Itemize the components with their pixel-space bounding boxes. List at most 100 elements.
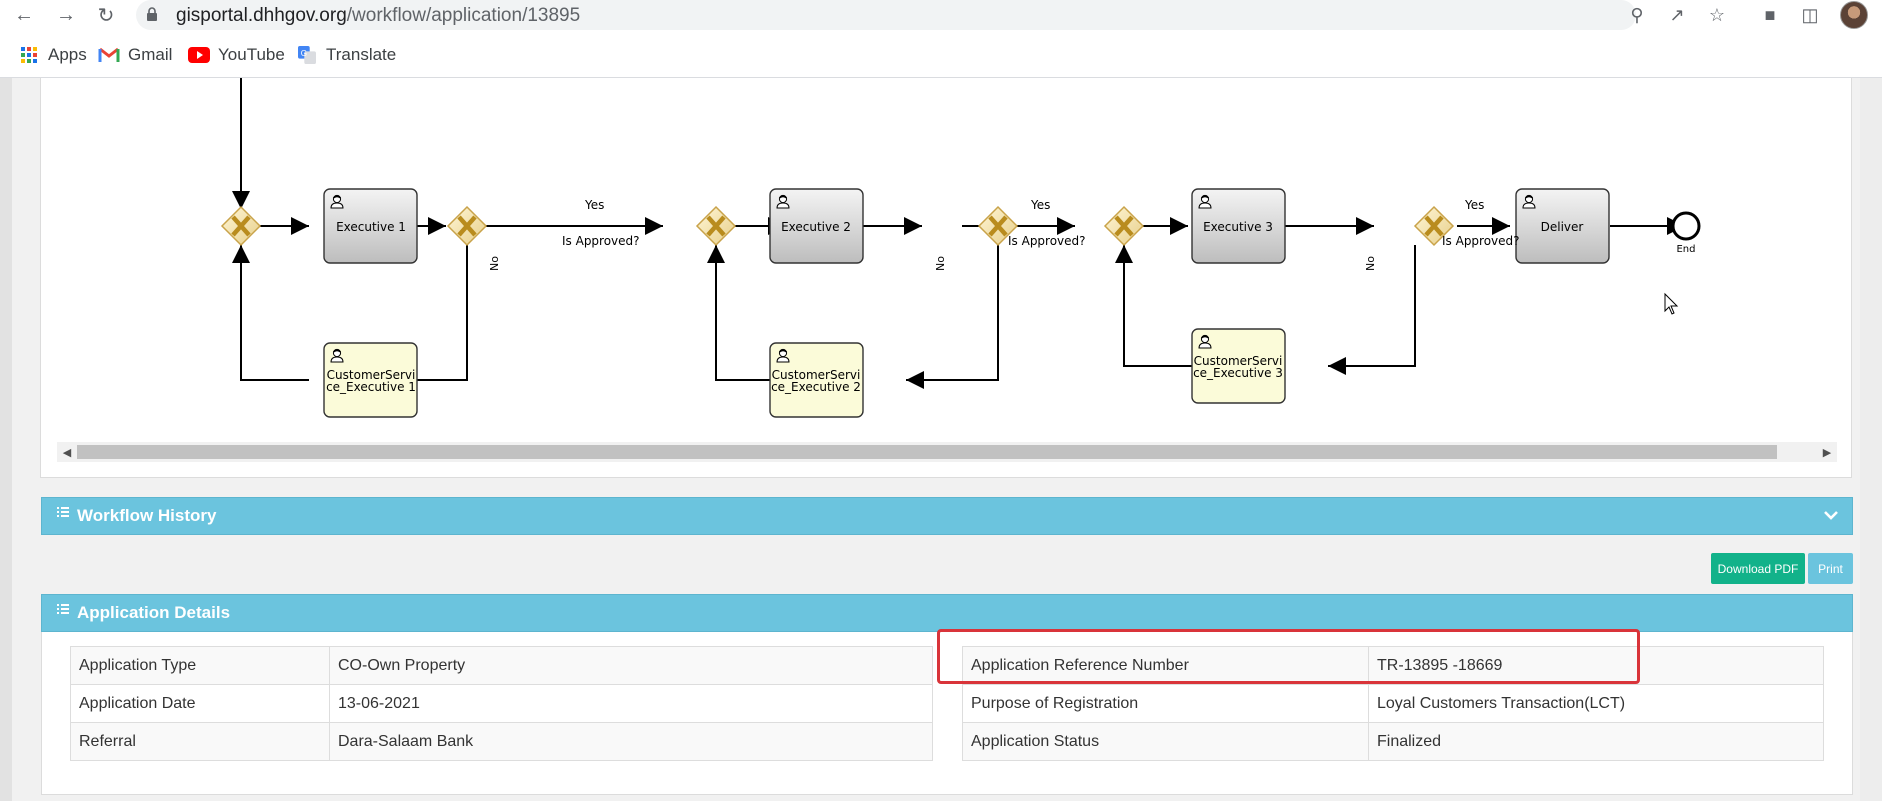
detail-value: TR-13895 -18669 [1368, 646, 1824, 685]
detail-label: Application Status [962, 722, 1369, 761]
application-details-right-table: Application Reference Number TR-13895 -1… [962, 646, 1824, 761]
task-label: Deliver [1541, 220, 1584, 234]
bookmark-star-icon[interactable]: ☆ [1708, 4, 1726, 25]
task-label-line1: CustomerServi [1194, 354, 1283, 368]
no-label-3: No [1364, 256, 1377, 271]
task-label-line2: ce_Executive 1 [326, 380, 416, 394]
gmail-icon [98, 47, 120, 62]
task-customer-service-executive-1[interactable]: CustomerServi ce_Executive 1 [323, 342, 418, 418]
page-left-gutter [0, 78, 12, 801]
back-icon[interactable]: ← [14, 3, 34, 26]
table-row: Application Status Finalized [962, 722, 1824, 761]
task-customer-service-executive-2[interactable]: CustomerServi ce_Executive 2 [769, 342, 864, 418]
detail-value: Loyal Customers Transaction(LCT) [1368, 684, 1824, 723]
table-row: Purpose of Registration Loyal Customers … [962, 684, 1824, 723]
url-host: gisportal.dhhgov.org [176, 5, 347, 26]
table-row: Application Reference Number TR-13895 -1… [962, 646, 1824, 685]
scroll-left-arrow-icon[interactable]: ◀ [62, 446, 72, 459]
zoom-icon[interactable]: ⚲ [1630, 4, 1644, 25]
forward-icon[interactable]: → [56, 3, 76, 26]
merge-gateway-2[interactable] [697, 207, 735, 245]
lock-icon [147, 7, 157, 21]
list-icon [57, 604, 69, 614]
print-button[interactable]: Print [1808, 553, 1853, 584]
no-label-2: No [934, 256, 947, 271]
address-bar[interactable]: gisportal.dhhgov.org/workflow/applicatio… [136, 0, 1725, 30]
task-label-line1: CustomerServi [772, 368, 861, 382]
task-label-line2: ce_Executive 2 [771, 380, 861, 394]
bookmark-apps[interactable]: Apps [18, 44, 87, 66]
bookmark-label: YouTube [218, 45, 285, 64]
bookmark-label: Apps [48, 45, 87, 64]
yes-label-3: Yes [1464, 198, 1484, 212]
svg-text:G: G [301, 49, 307, 58]
diagram-horizontal-scrollbar[interactable]: ◀ ▶ [57, 442, 1837, 462]
end-event[interactable]: End [1671, 211, 1701, 255]
task-executive-2[interactable]: Executive 2 [769, 188, 864, 264]
yes-label-1: Yes [584, 198, 604, 212]
page-right-gutter [1860, 78, 1882, 801]
gateway-label-1: Is Approved? [562, 234, 640, 248]
share-icon[interactable]: ↗ [1669, 4, 1685, 25]
detail-label: Application Reference Number [962, 646, 1369, 685]
merge-gateway-1[interactable] [222, 207, 260, 245]
gateway-label-2: Is Approved? [1008, 234, 1086, 248]
task-label: Executive 1 [336, 220, 406, 234]
browser-toolbar: ← → ↻ gisportal.dhhgov.org/workflow/appl… [0, 0, 1882, 30]
workflow-diagram: Executive 1 Executive 2 Executive 3 Deli… [41, 78, 1701, 418]
bookmark-label: Gmail [128, 45, 173, 64]
download-pdf-button[interactable]: Download PDF [1711, 553, 1805, 584]
detail-value: Finalized [1368, 722, 1824, 761]
bookmark-translate[interactable]: G Translate [296, 44, 396, 66]
extensions-icon[interactable]: ■ [1764, 4, 1776, 25]
bookmarks-bar: Apps Gmail YouTube G Translate [0, 30, 1882, 78]
application-details-header[interactable]: Application Details [41, 594, 1853, 632]
task-executive-1[interactable]: Executive 1 [323, 188, 418, 264]
chevron-down-icon[interactable] [1822, 506, 1840, 524]
yes-label-2: Yes [1030, 198, 1050, 212]
task-label: Executive 2 [781, 220, 851, 234]
detail-label: Application Date [70, 684, 330, 723]
workflow-diagram-panel: Executive 1 Executive 2 Executive 3 Deli… [40, 78, 1852, 478]
scrollbar-thumb[interactable] [77, 445, 1777, 459]
task-customer-service-executive-3[interactable]: CustomerServi ce_Executive 3 [1191, 328, 1286, 404]
task-executive-3[interactable]: Executive 3 [1191, 188, 1286, 264]
translate-icon: G [298, 46, 316, 64]
bookmark-gmail[interactable]: Gmail [98, 44, 172, 66]
task-label-line2: ce_Executive 3 [1193, 366, 1283, 380]
scroll-right-arrow-icon[interactable]: ▶ [1822, 446, 1832, 459]
youtube-icon [188, 47, 210, 63]
approval-gateway-1[interactable] [448, 207, 486, 245]
section-title: Workflow History [77, 506, 217, 525]
detail-label: Purpose of Registration [962, 684, 1369, 723]
url-text: gisportal.dhhgov.org/workflow/applicatio… [176, 5, 580, 27]
detail-value: 13-06-2021 [329, 684, 933, 723]
apps-grid-icon [21, 47, 37, 63]
reference-number-highlight [937, 629, 1640, 684]
task-deliver[interactable]: Deliver [1515, 188, 1610, 264]
table-row: Referral Dara-Salaam Bank [70, 722, 933, 761]
table-row: Application Date 13-06-2021 [70, 684, 933, 723]
list-icon [57, 507, 69, 517]
detail-value: Dara-Salaam Bank [329, 722, 933, 761]
gateway-label-3: Is Approved? [1442, 234, 1520, 248]
table-row: Application Type CO-Own Property [70, 646, 933, 685]
profile-avatar[interactable] [1840, 1, 1868, 29]
task-label: Executive 3 [1203, 220, 1273, 234]
side-panel-icon[interactable]: ◫ [1801, 4, 1819, 25]
url-path: /workflow/application/13895 [346, 5, 581, 26]
detail-label: Application Type [70, 646, 330, 685]
bookmark-label: Translate [326, 45, 397, 64]
no-label-1: No [488, 256, 501, 271]
mouse-cursor-icon [1664, 292, 1679, 315]
end-label: End [1676, 244, 1695, 255]
section-title: Application Details [77, 603, 231, 622]
task-label-line1: CustomerServi [327, 368, 416, 382]
merge-gateway-3[interactable] [1105, 207, 1143, 245]
reload-icon[interactable]: ↻ [97, 4, 115, 27]
application-details-left-table: Application Type CO-Own Property Applica… [70, 646, 933, 761]
detail-value: CO-Own Property [329, 646, 933, 685]
detail-label: Referral [70, 722, 330, 761]
workflow-history-header[interactable]: Workflow History [41, 497, 1853, 535]
bookmark-youtube[interactable]: YouTube [188, 44, 285, 66]
